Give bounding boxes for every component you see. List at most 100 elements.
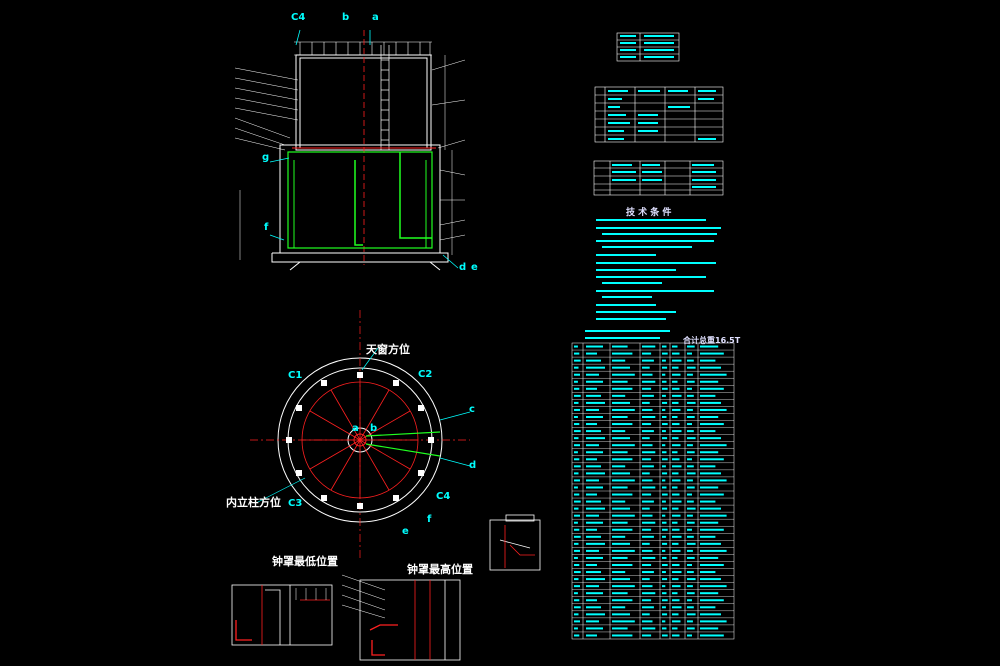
marker-e-elev: e	[471, 262, 478, 273]
parts-cell-text	[672, 444, 681, 447]
parts-cell-text	[672, 613, 679, 616]
parts-cell-text	[662, 345, 667, 348]
parts-cell-text	[672, 486, 678, 489]
parts-cell-text	[687, 373, 693, 376]
parts-cell-text	[574, 528, 580, 531]
parts-cell-text	[662, 458, 668, 461]
parts-cell-text	[662, 585, 666, 588]
parts-cell-text	[662, 472, 668, 475]
parts-cell-text	[687, 444, 693, 447]
parts-cell-text	[586, 613, 605, 616]
parts-cell-text	[700, 472, 721, 475]
parts-cell-text	[687, 387, 692, 390]
parts-cell-text	[612, 627, 628, 630]
parts-cell-text	[672, 571, 682, 574]
parts-cell-text	[700, 556, 719, 559]
parts-cell-text	[612, 613, 630, 616]
parts-cell-text	[687, 627, 695, 630]
parts-cell-text	[700, 486, 719, 489]
parts-cell-text	[700, 493, 724, 496]
marker-d-elev: d	[459, 262, 467, 273]
parts-cell-text	[574, 521, 578, 524]
parts-cell-text	[586, 578, 605, 581]
parts-cell-text	[612, 408, 635, 411]
parts-cell-text	[672, 380, 678, 383]
parts-cell-text	[662, 578, 668, 581]
parts-cell-text	[586, 634, 597, 637]
parts-cell-text	[662, 542, 668, 545]
parts-cell-text	[586, 345, 603, 348]
marker-f-plan: f	[427, 514, 432, 525]
parts-cell-text	[574, 437, 579, 440]
parts-cell-text	[662, 423, 668, 426]
parts-cell-text	[642, 571, 654, 574]
parts-cell-text	[700, 627, 719, 630]
parts-cell-text	[687, 556, 695, 559]
parts-cell-text	[574, 578, 579, 581]
skylight-orientation-label: 天窗方位	[366, 343, 410, 356]
parts-cell-text	[700, 423, 724, 426]
parts-cell-text	[687, 514, 693, 517]
parts-cell-text	[586, 408, 599, 411]
parts-cell-text	[662, 479, 666, 482]
parts-cell-text	[586, 493, 597, 496]
parts-cell-text	[642, 416, 656, 418]
parts-cell-text	[612, 564, 633, 566]
parts-cell-text	[642, 585, 653, 588]
parts-cell-text	[672, 472, 679, 475]
bell-lowest-position-label: 钟罩最低位置	[272, 555, 338, 568]
parts-cell-text	[672, 514, 681, 517]
parts-cell-text	[700, 592, 719, 595]
parts-cell-text	[574, 514, 580, 517]
parts-cell-text	[574, 366, 579, 369]
parts-cell-text	[700, 606, 716, 609]
parts-cell-text	[642, 366, 650, 369]
parts-cell-text	[586, 564, 597, 566]
parts-cell-text	[574, 373, 580, 376]
parts-cell-text	[662, 599, 668, 602]
parts-cell-text	[662, 486, 667, 489]
parts-cell-text	[662, 634, 668, 637]
parts-cell-text	[574, 592, 578, 595]
parts-cell-text	[612, 430, 626, 433]
parts-cell-text	[612, 416, 628, 418]
parts-cell-text	[574, 345, 578, 348]
parts-cell-text	[574, 465, 581, 468]
parts-cell-text	[586, 585, 599, 588]
total-weight-label: 合计总重16.5T	[683, 336, 741, 345]
parts-cell-text	[672, 500, 682, 503]
parts-cell-text	[612, 359, 626, 362]
technical-requirements-title: 技 术 条 件	[626, 208, 672, 218]
parts-cell-text	[700, 479, 727, 482]
parts-cell-text	[642, 387, 652, 390]
parts-cell-text	[586, 394, 601, 397]
parts-cell-text	[586, 620, 599, 623]
parts-cell-text	[662, 606, 666, 609]
parts-cell-text	[642, 479, 653, 482]
parts-cell-text	[672, 507, 679, 510]
parts-cell-text	[687, 465, 694, 468]
parts-cell-text	[612, 521, 628, 524]
parts-cell-text	[662, 571, 666, 574]
parts-cell-text	[586, 599, 597, 602]
parts-cell-text	[612, 444, 635, 447]
parts-cell-text	[672, 585, 681, 588]
parts-cell-text	[612, 535, 626, 538]
parts-cell-text	[612, 437, 630, 440]
parts-cell-text	[586, 465, 601, 468]
parts-cell-text	[672, 451, 678, 454]
bell-highest-position-label: 钟罩最高位置	[407, 563, 473, 576]
parts-cell-text	[586, 507, 605, 510]
parts-cell-text	[612, 542, 630, 545]
parts-cell-text	[612, 380, 628, 383]
parts-cell-text	[574, 585, 580, 588]
parts-cell-text	[612, 472, 630, 475]
parts-cell-text	[662, 564, 668, 566]
parts-list-rows	[572, 349, 734, 633]
parts-cell-text	[574, 500, 581, 503]
parts-cell-text	[574, 408, 580, 411]
parts-cell-text	[700, 514, 727, 517]
parts-cell-text	[642, 592, 656, 595]
parts-cell-text	[700, 408, 727, 411]
